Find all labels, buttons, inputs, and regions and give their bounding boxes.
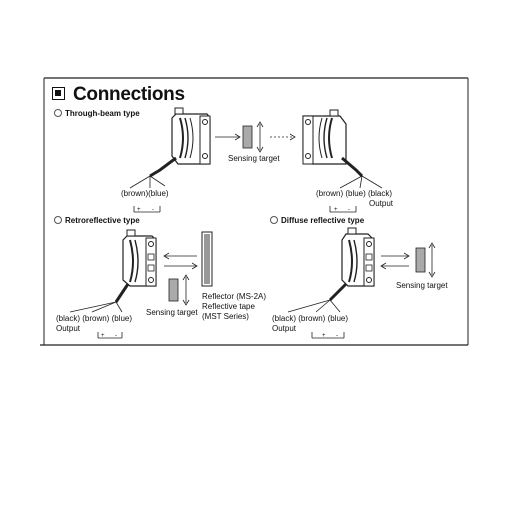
circle-bullet-icon <box>54 216 62 224</box>
diffuse-target-label: Sensing target <box>396 281 448 290</box>
circle-bullet-icon <box>270 216 278 224</box>
receiver-sensor-body <box>302 109 364 178</box>
diffuse-minus: - <box>336 333 338 339</box>
through-beam-target <box>215 121 296 153</box>
diffuse-target <box>415 242 436 278</box>
emitter-plus: + <box>137 207 141 213</box>
retro-output-label: Output <box>56 324 81 333</box>
diffuse-wires <box>287 299 345 339</box>
retro-wire-labels: (black) (brown) (blue) <box>56 314 133 323</box>
emitter-minus: - <box>152 207 154 213</box>
through-beam-target-label: Sensing target <box>228 154 280 163</box>
retro-target <box>168 274 190 306</box>
retro-minus: - <box>115 333 117 339</box>
retro-wires <box>69 301 123 339</box>
page-title: Connections <box>73 84 185 105</box>
heading-square-icon <box>52 87 65 100</box>
diffuse-beam-arrows <box>380 252 410 270</box>
retro-title-text: Retroreflective type <box>65 216 140 225</box>
retro-target-label: Sensing target <box>146 308 198 317</box>
emitter-wires <box>129 175 166 213</box>
retro-plus: + <box>101 333 105 339</box>
receiver-wire-labels: (brown) (blue) (black) <box>316 189 393 198</box>
receiver-plus: + <box>334 207 338 213</box>
diffuse-sensor-body <box>328 227 375 302</box>
receiver-output-label: Output <box>369 199 394 208</box>
diffuse-title-text: Diffuse reflective type <box>281 216 365 225</box>
receiver-minus: - <box>348 207 350 213</box>
circle-bullet-icon <box>54 109 62 117</box>
diffuse-wire-labels: (black) (brown) (blue) <box>272 314 349 323</box>
through-beam-title: Through-beam type <box>54 109 140 118</box>
through-beam-title-text: Through-beam type <box>65 109 140 118</box>
emitter-sensor-body <box>149 107 211 178</box>
diffuse-plus: + <box>322 333 326 339</box>
retro-title: Retroreflective type <box>54 216 140 225</box>
reflector-label-3: (MST Series) <box>202 312 249 321</box>
receiver-wires <box>329 175 383 213</box>
diffuse-output-label: Output <box>272 324 297 333</box>
retro-sensor-body <box>114 229 157 303</box>
emitter-wire-labels: (brown)(blue) <box>121 189 169 198</box>
reflector-label-1: Reflector (MS-2A) <box>202 292 267 301</box>
retro-beam-arrows <box>163 252 198 270</box>
reflector <box>201 231 213 287</box>
diffuse-title: Diffuse reflective type <box>270 216 364 225</box>
reflector-label-2: Reflective tape <box>202 302 255 311</box>
